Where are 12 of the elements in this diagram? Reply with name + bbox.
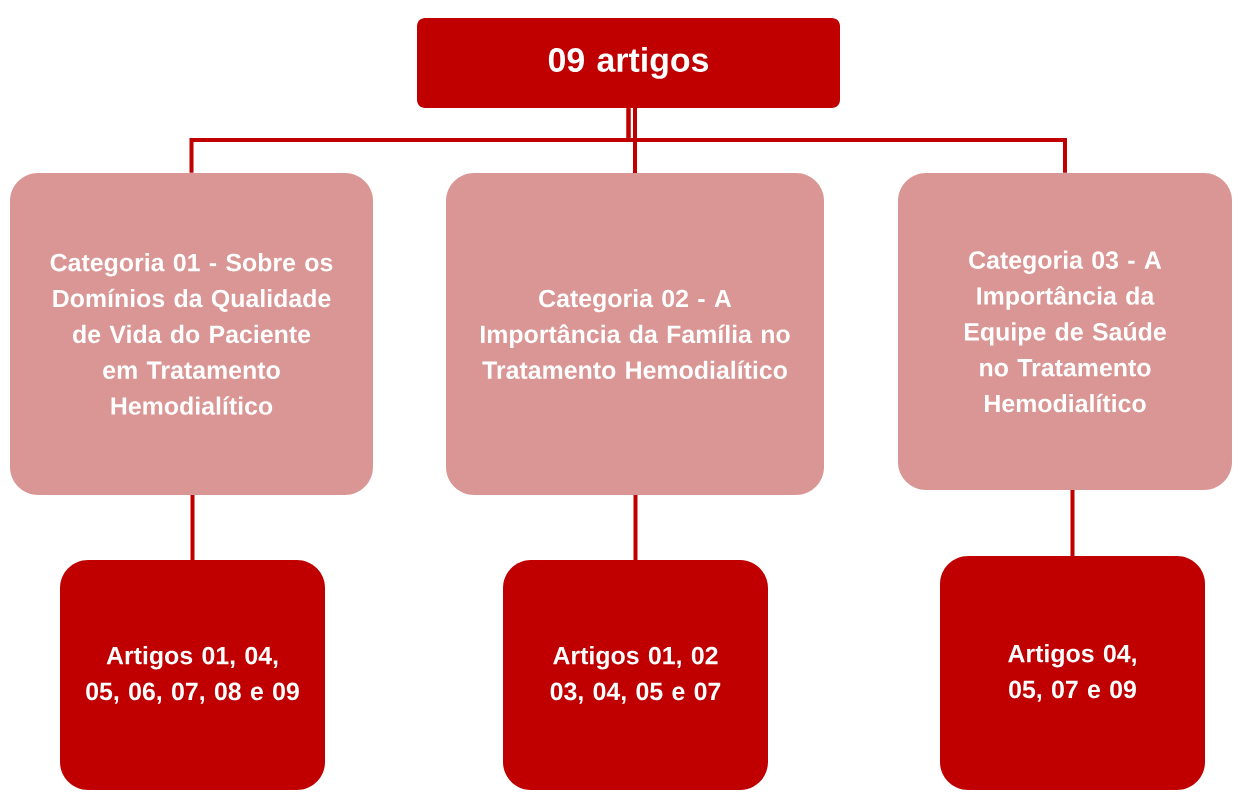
- article-box: Artigos 04, 05, 07 e 09: [940, 556, 1205, 790]
- category-box: Categoria 02 - A Importância da Família no Tratamento Hemodialítico: [446, 173, 824, 495]
- category-box: Categoria 01 - Sobre os Domínios da Qualidade de Vida do Paciente em Tratamento Hemodialítico: [10, 173, 373, 495]
- connector-line: [1070, 490, 1075, 556]
- connector-line: [190, 495, 195, 560]
- connector-line: [633, 108, 637, 173]
- connector-line: [633, 495, 638, 560]
- title-box: 09 artigos: [417, 18, 840, 108]
- article-box: Artigos 01, 04, 05, 06, 07, 08 e 09: [60, 560, 325, 790]
- article-box: Artigos 01, 02 03, 04, 05 e 07: [503, 560, 768, 790]
- category-box: Categoria 03 - A Importância da Equipe de Saúde no Tratamento Hemodialítico: [898, 173, 1232, 490]
- connector-line: [626, 108, 1067, 173]
